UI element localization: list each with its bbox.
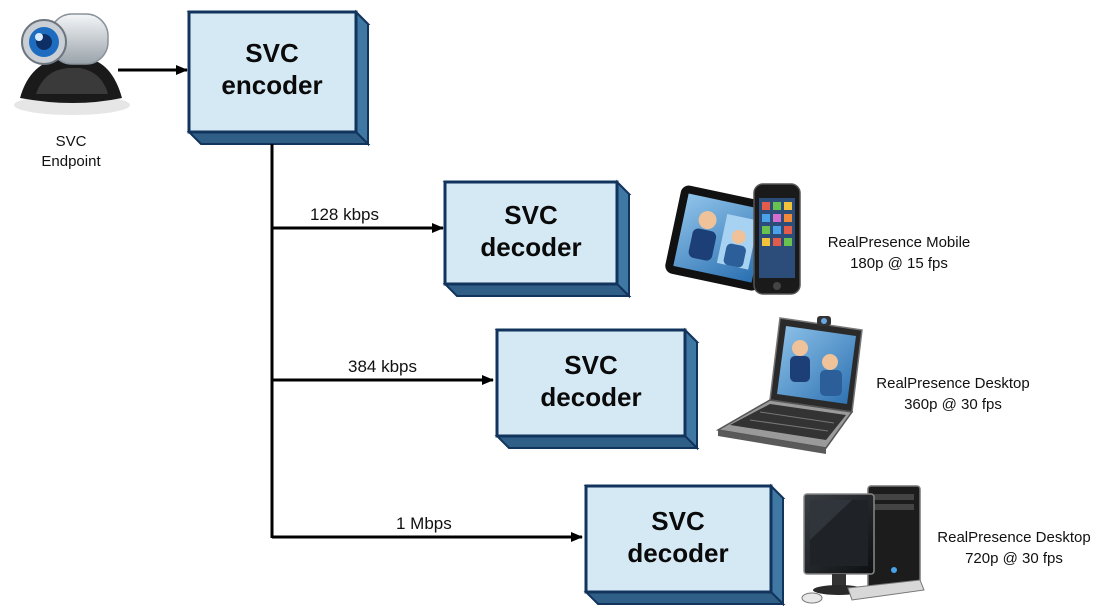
desktop-pc-icon — [801, 485, 925, 604]
decoder-2-label-line1: SVC — [564, 350, 618, 380]
svc-decoder-box-3: SVC decoder — [583, 483, 786, 606]
device-3-caption-line1: RealPresence Desktop — [937, 529, 1090, 546]
device-2-caption-line1: RealPresence Desktop — [876, 375, 1029, 392]
device-2-caption-line2: 360p @ 30 fps — [904, 396, 1002, 413]
device-1-caption-line2: 180p @ 15 fps — [850, 255, 948, 272]
decoder-1-label-line1: SVC — [504, 200, 558, 230]
bitrate-label-1: 128 kbps — [310, 205, 379, 224]
svc-decoder-box-1: SVC decoder — [442, 179, 632, 299]
decoder-2-label-line2: decoder — [540, 382, 641, 412]
device-1-caption-line1: RealPresence Mobile — [828, 234, 971, 251]
tablet-phone-icon — [665, 183, 801, 295]
encoder-label-line1: SVC — [245, 38, 299, 68]
decoder-3-label-line1: SVC — [651, 506, 705, 536]
svc-encoder-box: SVC encoder — [186, 9, 371, 147]
decoder-3-label-line2: decoder — [627, 538, 728, 568]
endpoint-label-line2: Endpoint — [41, 153, 101, 170]
endpoint-label-line1: SVC — [56, 133, 87, 150]
bitrate-label-3: 1 Mbps — [396, 514, 452, 533]
device-3-caption-line2: 720p @ 30 fps — [965, 550, 1063, 567]
encoder-label-line2: encoder — [221, 70, 322, 100]
bitrate-label-2: 384 kbps — [348, 357, 417, 376]
decoder-1-label-line2: decoder — [480, 232, 581, 262]
svc-endpoint-icon — [14, 13, 130, 115]
svc-decoder-box-2: SVC decoder — [494, 327, 700, 451]
laptop-icon — [715, 316, 863, 454]
